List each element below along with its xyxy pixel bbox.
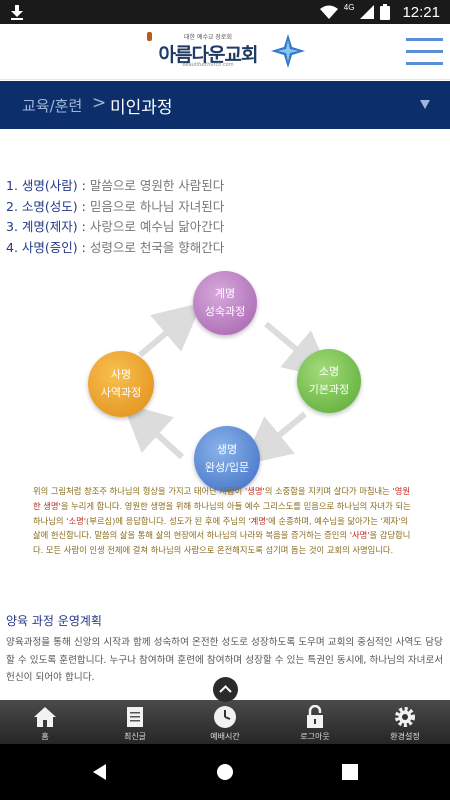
nav-label: 최신글 xyxy=(123,732,147,741)
arrow-left-to-top xyxy=(138,302,203,358)
download-icon xyxy=(11,5,23,20)
logo-name: 아름다운교회 xyxy=(158,44,259,66)
process-list: 1. 생명(사람) : 말씀으로 영원한 사람된다 2. 소명(성도) : 믿음… xyxy=(6,175,224,257)
section-body-text: 양육과정을 통해 신앙의 시작과 함께 성숙하여 온전한 성도로 성장하도록 도… xyxy=(6,637,444,683)
battery-icon xyxy=(380,4,391,20)
network-label: 4G xyxy=(343,2,355,12)
android-nav-bar xyxy=(0,744,450,800)
breadcrumb-parent[interactable]: 교육/훈련 xyxy=(22,97,83,115)
nav-item-settings[interactable]: 환경설정 xyxy=(360,700,450,744)
section-heading: 양육 과정 운영계획 xyxy=(6,614,102,628)
bottom-nav: 홈 최신글 예배시간 로그아웃 환경설정 xyxy=(0,700,450,744)
clock-icon xyxy=(214,706,236,728)
recents-icon[interactable] xyxy=(340,762,360,782)
content-area[interactable]: 1. 생명(사람) : 말씀으로 영원한 사람된다 2. 소명(성도) : 믿음… xyxy=(0,129,450,700)
list-item: 3. 계명(제자) : 사랑으로 예수님 닮아간다 xyxy=(6,219,225,234)
logo-tagline: 대한 예수교 장로회 xyxy=(184,34,232,41)
home-icon xyxy=(34,707,56,727)
logo-url: beautifulchurch.com xyxy=(182,62,234,68)
clock: 12:21 xyxy=(402,3,440,21)
section-bar: 교육/훈련 > 미인과정 xyxy=(0,81,450,129)
document-icon xyxy=(127,707,143,727)
chevron-up-icon xyxy=(219,685,232,693)
list-item: 2. 소명(성도) : 믿음으로 하나님 자녀된다 xyxy=(6,198,225,214)
nav-item-logout[interactable]: 로그아웃 xyxy=(270,700,360,744)
nav-item-worship-times[interactable]: 예배시간 xyxy=(180,700,270,744)
breadcrumb-separator: > xyxy=(92,93,107,113)
diagram-explanation: 위의 그림처럼 창조주 하나님의 형상을 가지고 태어난 사람이 '생명'의 소… xyxy=(33,486,411,556)
cycle-arrows xyxy=(122,302,333,466)
lock-icon xyxy=(307,705,323,728)
nav-label: 로그아웃 xyxy=(300,732,330,741)
logo-flame-mark xyxy=(147,32,152,41)
signal-icon xyxy=(360,5,375,19)
nav-item-latest[interactable]: 최신글 xyxy=(90,700,180,744)
nav-label: 예배시간 xyxy=(210,732,240,741)
wifi-icon xyxy=(319,5,338,19)
nav-item-home[interactable]: 홈 xyxy=(0,700,90,744)
dropdown-triangle-icon[interactable] xyxy=(420,100,430,109)
gear-icon xyxy=(395,707,415,727)
home-circle-icon[interactable] xyxy=(215,762,235,782)
app-header: 대한 예수교 장로회 아름다운교회 beautifulchurch.com xyxy=(0,24,450,80)
list-item: 4. 사명(증인) : 성령으로 천국을 향해간다 xyxy=(6,239,225,255)
page-title: 미인과정 xyxy=(110,98,173,118)
nav-label: 환경설정 xyxy=(390,732,420,741)
back-icon[interactable] xyxy=(90,762,110,782)
collapse-toggle-button[interactable] xyxy=(213,677,238,702)
arrow-bottom-to-left xyxy=(122,402,185,460)
arrow-right-to-bottom xyxy=(242,411,307,466)
hamburger-menu-icon[interactable] xyxy=(406,38,443,66)
logo-star-icon xyxy=(271,34,305,68)
list-item: 1. 생명(사람) : 말씀으로 영원한 사람된다 xyxy=(6,178,225,193)
status-bar: 4G 12:21 xyxy=(0,0,450,24)
church-logo[interactable]: 대한 예수교 장로회 아름다운교회 beautifulchurch.com xyxy=(143,32,313,74)
nav-label: 홈 xyxy=(41,732,49,741)
